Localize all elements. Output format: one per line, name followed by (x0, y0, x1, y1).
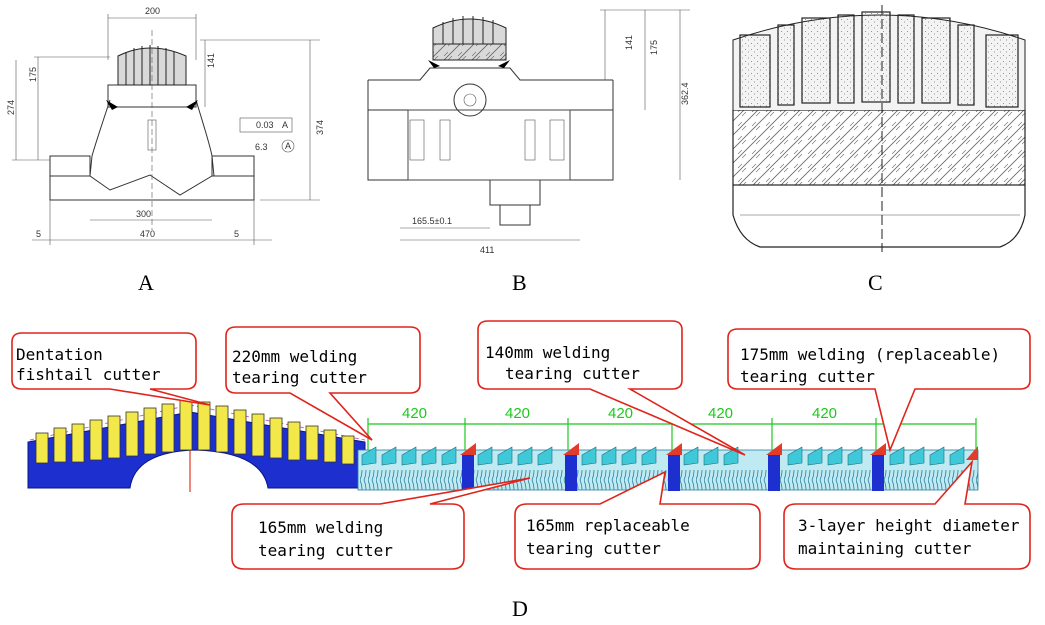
callout-140-line1: 140mm welding (485, 343, 610, 362)
fishtail-cutters (35, 399, 355, 465)
panel-label-c: C (868, 270, 883, 295)
spacing-label-2: 420 (505, 405, 530, 422)
spacing-label-3: 420 (608, 405, 633, 422)
callout-dentation-bubble (11, 332, 211, 406)
drawing-b: 141 175 362.4 165.5±0.1 411 (367, 9, 690, 255)
panel-label-b: B (512, 270, 527, 295)
spacing-dimensions (367, 418, 977, 450)
spacing-label-4: 420 (708, 405, 733, 422)
dim-a-8: A (285, 141, 291, 151)
callout-165r-line1: 165mm replaceable (526, 516, 690, 535)
callout-220-line2: tearing cutter (232, 368, 367, 387)
callout-175-line2: tearing cutter (740, 367, 875, 386)
callout-140-bubble (477, 320, 746, 456)
dim-a-1: 141 (206, 53, 216, 68)
spacing-label-5: 420 (812, 405, 837, 422)
dim-a-9: 300 (136, 209, 151, 219)
callout-dentation-line2: fishtail cutter (16, 365, 161, 384)
callout-220-line1: 220mm welding (232, 347, 357, 366)
dim-a-5: 0.03 (256, 120, 274, 130)
dim-b-1: 175 (649, 40, 659, 55)
callout-175-bubble (727, 328, 1031, 453)
dim-a-7: 6.3 (255, 142, 268, 152)
callout-dentation-line1: Dentation (16, 345, 103, 364)
spacing-label-1: 420 (402, 405, 427, 422)
callout-3layer-line1: 3-layer height diameter (798, 516, 1020, 535)
callout-220-bubble (225, 326, 421, 441)
drawing-a: 200 141 175 274 374 0.03 A 6.3 A 300 470… (6, 6, 325, 245)
dim-a-10: 470 (140, 229, 155, 239)
dim-a-11: 5 (36, 229, 41, 239)
dim-b-4: 411 (480, 245, 494, 255)
dim-a-2: 175 (28, 67, 38, 82)
callout-3layer-line2: maintaining cutter (798, 539, 972, 558)
dim-a-4: 374 (315, 120, 325, 135)
dim-a-0: 200 (145, 6, 160, 16)
callout-140-line2: tearing cutter (505, 364, 640, 383)
welding-cutters (361, 446, 965, 466)
callout-175-line1: 175mm welding (replaceable) (740, 345, 1000, 364)
panel-label-a: A (138, 270, 154, 295)
panel-label-d: D (512, 596, 528, 621)
callout-165w-line2: tearing cutter (258, 541, 393, 560)
dim-b-2: 362.4 (680, 82, 690, 105)
dim-b-0: 141 (624, 35, 634, 50)
callout-165r-line2: tearing cutter (526, 539, 661, 558)
callout-3layer-bubble (783, 459, 1031, 570)
callout-165r-bubble (514, 470, 761, 570)
dim-a-12: 5 (234, 229, 239, 239)
dim-a-3: 274 (6, 100, 16, 115)
drawing-c (732, 5, 1026, 252)
dim-b-3: 165.5±0.1 (412, 216, 452, 226)
replaceable-cutters (460, 443, 978, 491)
drawing-d: 420 420 420 420 420 Dentation fishtail c… (11, 320, 1031, 570)
dim-a-6: A (282, 120, 288, 130)
callout-165w-bubble (231, 477, 531, 570)
callout-165w-line1: 165mm welding (258, 518, 383, 537)
